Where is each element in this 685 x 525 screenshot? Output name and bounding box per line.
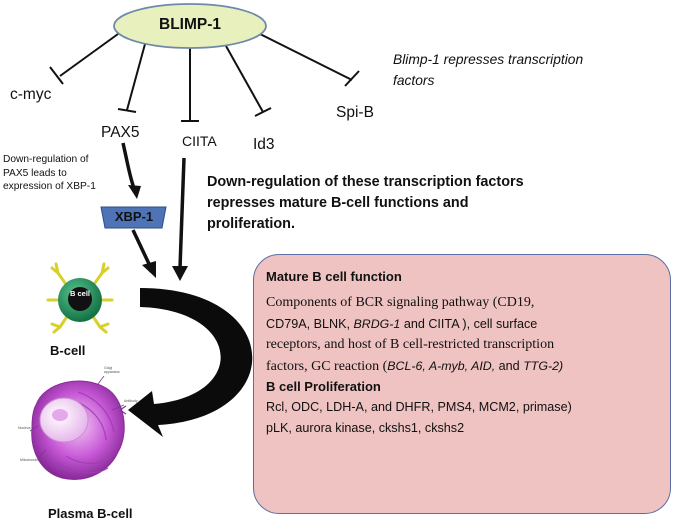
plasma-cell-icon: [29, 375, 127, 480]
ciita-label: CIITA: [182, 133, 217, 149]
pax5-label: PAX5: [101, 124, 140, 141]
edge-hub-cmyc: [59, 33, 119, 77]
bcr-text-e: receptors, and host of B cell-restricted…: [266, 337, 555, 352]
pax5-note-line: PAX5 leads to: [3, 167, 67, 179]
edge-hub-id3: [225, 45, 264, 113]
box-heading-proliferation: B cell Proliferation: [266, 379, 381, 394]
bcell-label: B-cell: [50, 343, 86, 358]
bcr-text-a: Components of BCR signaling pathway (CD1…: [266, 295, 535, 310]
edge-hub-pax5: [126, 43, 146, 111]
tee-pax5: [117, 108, 137, 113]
repression-edges: [49, 33, 360, 122]
differentiation-arrow: [128, 288, 253, 437]
bcr-text-c: BRDG-1: [353, 316, 401, 331]
bcr-text-i: TTG-2): [523, 358, 564, 373]
bcr-text-b: CD79A, BLNK,: [266, 316, 354, 331]
pax5-note-line: Down-regulation of: [3, 154, 89, 165]
tee-cmyc: [49, 66, 64, 85]
repression-note-line: factors: [393, 73, 435, 88]
bcr-text-f: factors, GC reaction (: [266, 358, 388, 374]
blimp1-node: [113, 3, 267, 49]
xbp1-node: [100, 206, 167, 229]
bcr-text-g: BCL-6, A-myb, AID,: [387, 358, 496, 373]
arrow-ciita-down: [172, 157, 188, 281]
id3-label: Id3: [253, 136, 275, 153]
downregulation-note: Down-regulation of these transcription f…: [207, 172, 524, 235]
repression-note-line: Blimp-1 represses transcription: [393, 52, 584, 67]
bcr-text-d: and CIITA ), cell surface: [400, 316, 538, 331]
bcell-badge: B cell: [69, 289, 90, 298]
arrow-pax5-xbp1: [121, 142, 141, 199]
organelle-label-golgi: Golgi apparatus: [104, 366, 120, 374]
proliferation-line-2: pLK, aurora kinase, ckshs1, ckshs2: [266, 420, 465, 435]
xbp1-label: XBP-1: [114, 209, 154, 224]
plasma-bcell-label: Plasma B-cell: [48, 506, 133, 521]
spib-label: Spi-B: [336, 104, 374, 121]
cmyc-label: c-myc: [10, 86, 52, 103]
edge-hub-spib: [259, 33, 353, 81]
arrow-xbp1-down: [131, 229, 156, 278]
pax5-note-line: expression of XBP-1: [3, 181, 96, 192]
box-heading-function: Mature B cell function: [266, 269, 402, 284]
downregulation-note-line: proliferation.: [207, 216, 295, 232]
organelle-label-nucleus: Nucleus: [18, 426, 31, 430]
blimp1-label: BLIMP-1: [159, 16, 221, 33]
tee-spib: [344, 70, 360, 87]
pax5-note: Down-regulation of PAX5 leads to express…: [3, 153, 120, 194]
organelle-label-antibody: Antibody: [124, 399, 138, 403]
bcell-icon: [46, 262, 114, 334]
organelle-label-mitochondria: Mitochondria: [20, 458, 41, 462]
downregulation-note-line: Down-regulation of these transcription f…: [207, 174, 524, 190]
downregulation-note-line: represses mature B-cell functions and: [207, 195, 469, 211]
bcr-text-h: and: [495, 358, 524, 373]
tee-id3: [254, 107, 272, 117]
repression-note: Blimp-1 represses transcription factors: [393, 49, 583, 91]
proliferation-line-1: Rcl, ODC, LDH-A, and DHFR, PMS4, MCM2, p…: [266, 400, 572, 414]
mature-bcell-function-box: Mature B cell function Components of BCR…: [253, 254, 671, 514]
bcr-components-text: Components of BCR signaling pathway (CD1…: [266, 293, 660, 377]
